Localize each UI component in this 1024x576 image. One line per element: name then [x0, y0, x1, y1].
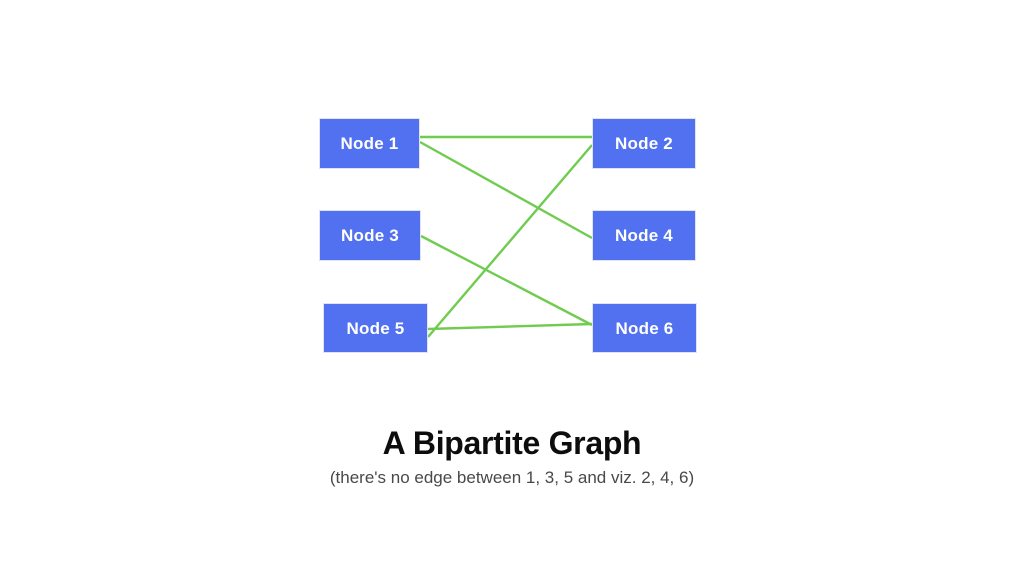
graph-node-label: Node 2	[615, 134, 673, 153]
graph-node-label: Node 3	[341, 226, 399, 245]
graph-edge-n3-n6	[420, 234, 593, 327]
graph-node-n3[interactable]: Node 3	[319, 210, 421, 261]
graph-edge-n1-n4	[419, 140, 593, 240]
graph-node-n5[interactable]: Node 5	[323, 303, 428, 353]
graph-edge-n5-n6	[427, 322, 593, 331]
graph-node-n4[interactable]: Node 4	[592, 210, 696, 261]
graph-node-n2[interactable]: Node 2	[592, 118, 696, 169]
bipartite-graph: Node 1 Node 2 Node 3 Node 4 Node 5 Node 6	[319, 118, 697, 353]
graph-edge-n5-n2	[427, 144, 593, 338]
graph-node-label: Node 4	[615, 226, 673, 245]
graph-node-n6[interactable]: Node 6	[592, 303, 697, 353]
graph-node-label: Node 6	[615, 318, 674, 338]
graph-node-label: Node 5	[346, 318, 405, 338]
caption-block: A Bipartite Graph (there's no edge betwe…	[0, 425, 1024, 488]
edge-layer	[419, 135, 593, 338]
page-title: A Bipartite Graph	[382, 425, 642, 461]
page-subtitle: (there's no edge between 1, 3, 5 and viz…	[329, 467, 695, 487]
graph-node-n1[interactable]: Node 1	[319, 118, 420, 169]
graph-node-label: Node 1	[340, 134, 399, 153]
